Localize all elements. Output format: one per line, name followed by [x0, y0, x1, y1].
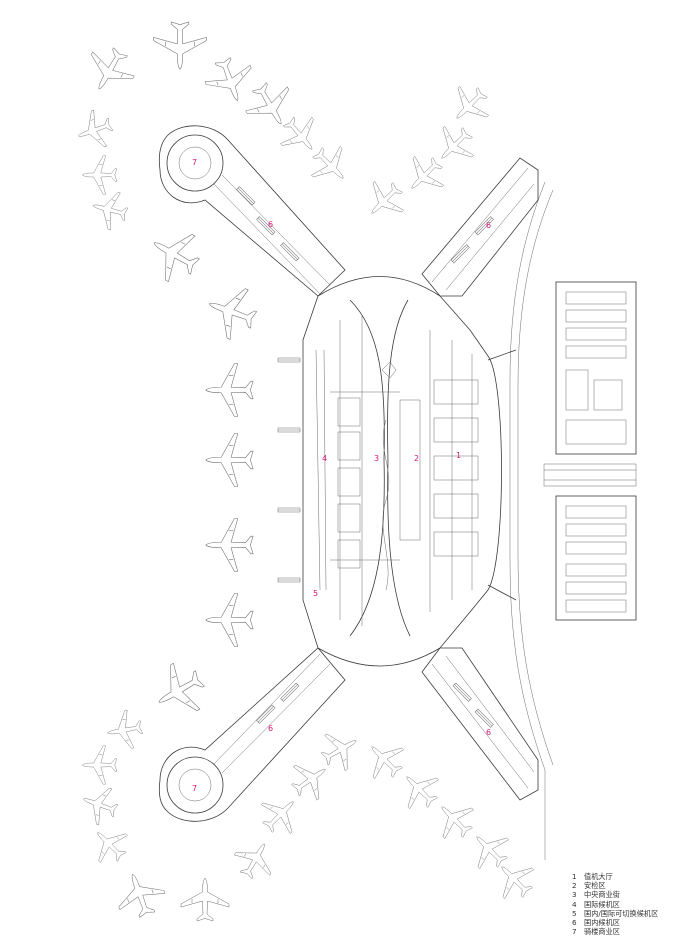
zone-label-6: 6	[268, 220, 273, 229]
legend-item: 6 国内候机区	[572, 918, 697, 927]
zone-label-4: 4	[322, 454, 327, 463]
legend-number: 2	[572, 881, 577, 891]
terminal-building	[302, 276, 517, 667]
zone-label-6: 6	[486, 728, 491, 737]
pier-southwest	[158, 647, 346, 822]
legend-item: 1 值机大厅	[572, 872, 697, 881]
parking-garage	[543, 281, 637, 621]
legend-text: 国际候机区	[584, 899, 620, 909]
zone-labels: 1 2 3 4 5 6 6 6 6 7 7	[192, 158, 491, 793]
legend-text: 国内/国际可切换候机区	[584, 908, 659, 918]
legend-number: 5	[572, 908, 577, 918]
legend-text: 国内候机区	[584, 918, 620, 928]
zone-label-7: 7	[192, 784, 197, 793]
legend-number: 3	[572, 890, 577, 900]
pier-northwest	[158, 125, 346, 297]
zone-label-5: 5	[313, 589, 318, 598]
zone-label-1: 1	[456, 451, 461, 460]
legend-number: 1	[572, 872, 577, 881]
legend-text: 中央商业街	[584, 890, 620, 900]
legend-text: 安检区	[584, 881, 606, 891]
legend: 1 值机大厅 2 安检区 3 中央商业街 4 国际候机区 5 国内/国际可切换候…	[572, 872, 697, 936]
legend-item: 2 安检区	[572, 881, 697, 890]
zone-label-6: 6	[486, 221, 491, 230]
legend-text: 骑楼商业区	[584, 927, 620, 937]
zone-label-6: 6	[268, 724, 273, 733]
zone-label-2: 2	[414, 454, 419, 463]
legend-number: 4	[572, 899, 577, 909]
legend-item: 5 国内/国际可切换候机区	[572, 909, 697, 918]
legend-number: 7	[572, 927, 577, 937]
legend-item: 4 国际候机区	[572, 900, 697, 909]
zone-label-3: 3	[374, 454, 379, 463]
legend-item: 7 骑楼商业区	[572, 927, 697, 936]
legend-number: 6	[572, 918, 577, 928]
landside-roads	[509, 181, 554, 860]
zone-label-7: 7	[192, 158, 197, 167]
pier-southeast	[421, 647, 539, 801]
legend-text: 值机大厅	[584, 872, 613, 881]
legend-item: 3 中央商业街	[572, 890, 697, 899]
